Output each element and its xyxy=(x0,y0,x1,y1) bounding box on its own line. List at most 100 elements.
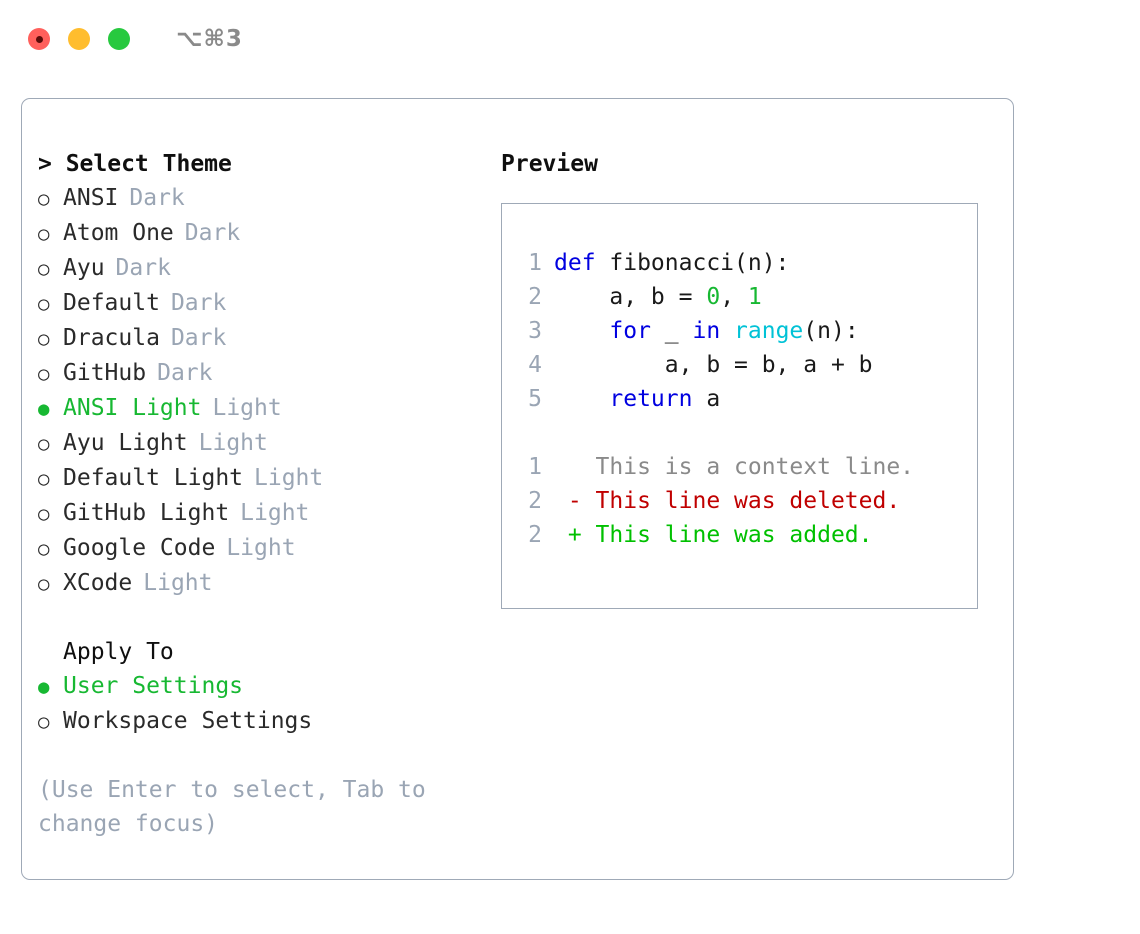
apply-option-workspace-settings[interactable]: ○ Workspace Settings xyxy=(38,704,498,739)
theme-option-variant-label: Light xyxy=(212,395,282,421)
theme-option-label: Atom One xyxy=(63,220,174,246)
diff-line-content: + This line was added. xyxy=(554,518,873,552)
line-number: 5 xyxy=(528,386,542,412)
theme-option-label: XCode xyxy=(63,570,133,596)
theme-option-variant-label: Light xyxy=(240,500,310,526)
theme-option-variant-label: Dark xyxy=(170,325,227,351)
traffic-lights xyxy=(28,28,130,50)
theme-option-github-light[interactable]: ○ GitHub Light Light xyxy=(38,496,498,531)
theme-option-ayu-light[interactable]: ○ Ayu Light Light xyxy=(38,426,498,461)
code-token-kw: in xyxy=(692,318,721,344)
theme-option-atom-one[interactable]: ○ Atom One Dark xyxy=(38,216,498,251)
maximize-button[interactable] xyxy=(108,28,130,50)
theme-option-variant-label: Dark xyxy=(115,255,171,281)
apply-option-label: User Settings xyxy=(63,673,244,699)
radio-unselected-icon: ○ xyxy=(38,433,50,455)
theme-option-label: Google Code xyxy=(63,535,216,561)
theme-option-variant-label: Dark xyxy=(184,220,241,246)
code-token-kw: for xyxy=(609,318,651,344)
diff-line-content: This is a context line. xyxy=(554,450,915,484)
theme-option-label: ANSI Light xyxy=(63,395,202,421)
code-line-content: a, b = 0, 1 xyxy=(554,280,762,314)
radio-unselected-icon: ○ xyxy=(38,468,50,490)
radio-selected-icon: ● xyxy=(38,398,50,420)
code-token-txt: a, b = xyxy=(554,284,707,310)
code-diff-separator xyxy=(516,416,977,450)
radio-unselected-icon: ○ xyxy=(38,293,50,315)
code-token-txt xyxy=(554,386,609,412)
theme-option-label: Ayu Light xyxy=(63,430,188,456)
diff-line: 2 - This line was deleted. xyxy=(516,484,977,518)
close-button[interactable] xyxy=(28,28,50,50)
code-token-fn: range xyxy=(734,318,804,344)
diff-line: 1 This is a context line. xyxy=(516,450,977,484)
code-token-add: + This line was added. xyxy=(554,522,873,548)
code-token-num: 0 xyxy=(706,284,721,310)
theme-option-variant-label: Light xyxy=(198,430,268,456)
theme-option-label: GitHub Light xyxy=(63,500,230,526)
code-line: 5 return a xyxy=(516,382,977,416)
code-line: 2 a, b = 0, 1 xyxy=(516,280,977,314)
apply-option-label: Workspace Settings xyxy=(63,708,313,734)
diff-line: 2 + This line was added. xyxy=(516,518,977,552)
theme-option-label: Dracula xyxy=(63,325,160,351)
line-number: 4 xyxy=(528,352,542,378)
code-token-txt xyxy=(554,318,609,344)
theme-option-label: Default xyxy=(63,290,160,316)
line-number: 1 xyxy=(528,250,542,276)
radio-unselected-icon: ○ xyxy=(38,363,50,385)
line-number: 3 xyxy=(528,318,542,344)
apply-option-user-settings[interactable]: ●User Settings xyxy=(38,669,498,704)
radio-unselected-icon: ○ xyxy=(38,258,50,280)
code-token-num: 1 xyxy=(747,284,762,310)
code-line-content: return a xyxy=(554,382,720,416)
code-token-ctx: This is a context line. xyxy=(554,454,915,480)
code-line-content: def fibonacci(n): xyxy=(554,246,789,280)
code-line-content: a, b = b, a + b xyxy=(554,348,873,382)
theme-option-label: GitHub xyxy=(63,360,147,386)
code-line: 4 a, b = b, a + b xyxy=(516,348,977,382)
radio-unselected-icon: ○ xyxy=(38,223,50,245)
apply-to-heading: Apply To xyxy=(63,639,174,665)
code-token-kw: return xyxy=(609,386,693,412)
theme-option-variant-label: Dark xyxy=(129,185,185,211)
code-token-txt: a xyxy=(692,386,721,412)
radio-unselected-icon: ○ xyxy=(38,711,50,733)
theme-option-label: Ayu xyxy=(63,255,105,281)
radio-unselected-icon: ○ xyxy=(38,503,50,525)
theme-option-ansi-light[interactable]: ● ANSI Light Light xyxy=(38,391,498,426)
code-line: 3 for _ in range(n): xyxy=(516,314,977,348)
radio-unselected-icon: ○ xyxy=(38,573,50,595)
diff-sample: 1 This is a context line.2 - This line w… xyxy=(516,450,977,552)
line-number: 2 xyxy=(528,522,542,548)
radio-unselected-icon: ○ xyxy=(38,538,50,560)
code-line-content: for _ in range(n): xyxy=(554,314,859,348)
code-token-del: - This line was deleted. xyxy=(554,488,901,514)
minimize-button[interactable] xyxy=(68,28,90,50)
line-number: 2 xyxy=(528,284,542,310)
line-number: 2 xyxy=(528,488,542,514)
column-spacer xyxy=(38,601,498,635)
theme-option-ayu[interactable]: ○ Ayu Dark xyxy=(38,251,498,286)
preview-heading: Preview xyxy=(501,151,598,177)
select-theme-heading: > Select Theme xyxy=(38,151,232,177)
apply-to-option-list: ●User Settings ○ Workspace Settings xyxy=(38,669,498,739)
code-token-txt: , xyxy=(720,284,748,310)
code-line: 1 def fibonacci(n): xyxy=(516,246,977,280)
code-token-txt: fibonacci(n): xyxy=(609,250,790,276)
theme-option-label: Default Light xyxy=(63,465,244,491)
code-token-txt: (n): xyxy=(803,318,859,344)
